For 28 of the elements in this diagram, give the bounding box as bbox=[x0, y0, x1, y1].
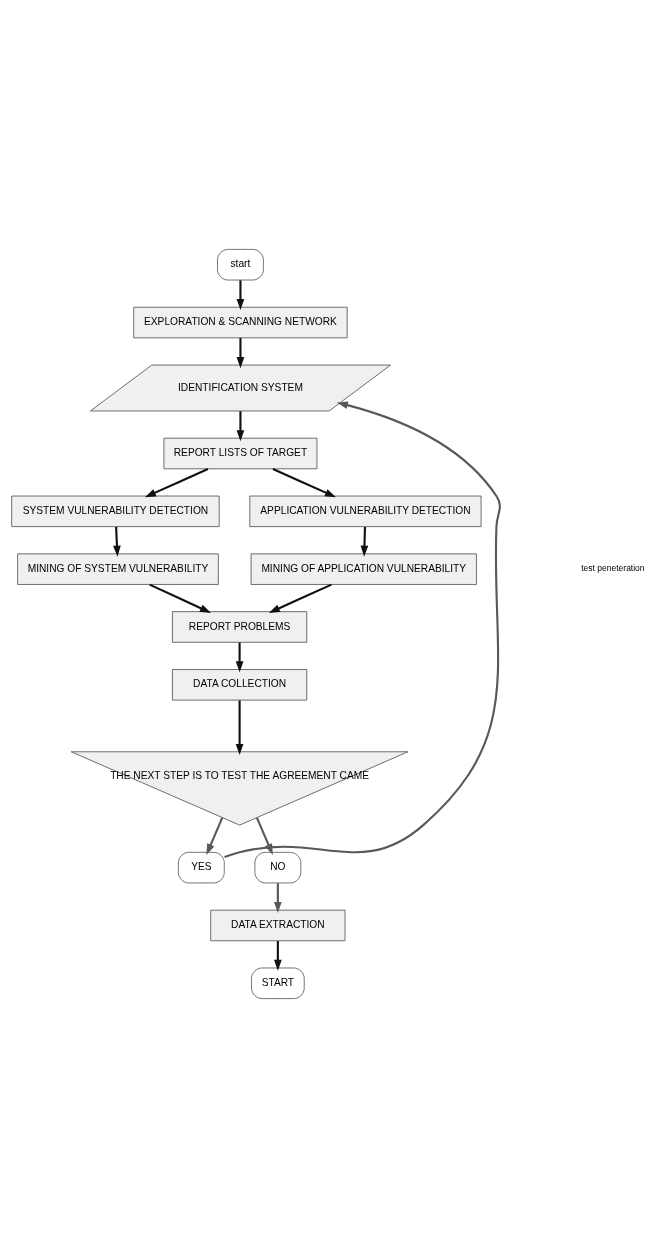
node-box: APPLICATION VULNERABILITY DETECTION bbox=[249, 495, 482, 527]
arrow bbox=[273, 882, 282, 913]
arrow bbox=[149, 583, 212, 613]
arrow bbox=[236, 410, 245, 441]
arrow bbox=[273, 940, 282, 971]
arrow bbox=[236, 337, 245, 368]
node-box: DATA COLLECTION bbox=[172, 668, 308, 701]
arrow bbox=[113, 526, 121, 557]
node-box: REPORT LISTS OF TARGET bbox=[163, 437, 318, 469]
arrow bbox=[272, 467, 337, 497]
node-box: SYSTEM VULNERABILITY DETECTION bbox=[11, 495, 220, 527]
node-box: MINING OF SYSTEM VULNERABILITY bbox=[17, 552, 219, 585]
node-box: NO bbox=[254, 851, 302, 883]
arrow bbox=[236, 279, 245, 310]
arrow bbox=[360, 526, 369, 557]
label: test peneteration bbox=[581, 562, 645, 573]
node-box: MINING OF APPLICATION VULNERABILITY bbox=[250, 552, 477, 585]
node-box: start bbox=[217, 248, 264, 280]
arrow bbox=[268, 583, 332, 613]
arrow bbox=[144, 467, 209, 497]
arrow bbox=[235, 699, 244, 755]
arrow bbox=[206, 816, 224, 855]
node-box: YES bbox=[177, 851, 225, 883]
node-box: EXPLORATION & SCANNING NETWORK bbox=[133, 306, 348, 338]
arrow bbox=[235, 642, 244, 672]
node-box: REPORT PROBLEMS bbox=[172, 610, 308, 643]
node-box: START bbox=[251, 967, 305, 999]
node-box: DATA EXTRACTION bbox=[210, 909, 346, 941]
